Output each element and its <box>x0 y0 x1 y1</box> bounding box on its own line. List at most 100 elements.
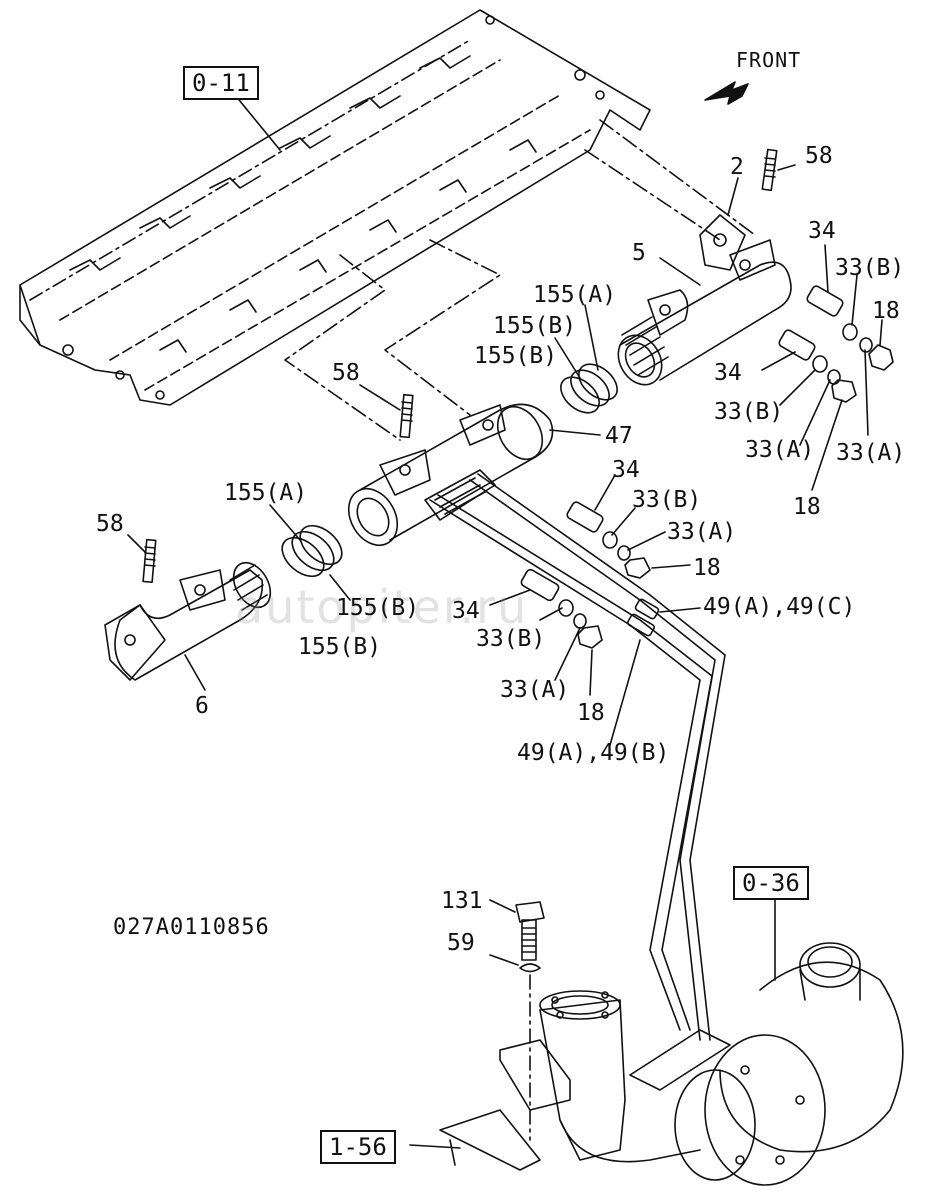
leader-2 <box>727 177 739 216</box>
leader-33b-low <box>539 607 563 621</box>
callout-47: 47 <box>605 423 633 449</box>
leader-33a-low <box>554 627 581 681</box>
nut-18-mid <box>831 379 857 403</box>
stud-58-top <box>761 148 778 192</box>
alignment-lines <box>284 119 756 441</box>
leader-0-11 <box>234 94 281 151</box>
leader-33a-mid <box>799 379 831 446</box>
spacer-34-low <box>520 568 560 602</box>
leader-18-top <box>879 319 883 346</box>
leader-33a-right <box>864 349 869 436</box>
leader-33a-center <box>627 531 666 551</box>
washer-33b-center <box>602 531 618 549</box>
washer-33a-center <box>617 545 631 561</box>
leader-34-low <box>489 589 531 606</box>
leader-34-center <box>594 474 616 511</box>
spacer-34-center <box>566 501 604 533</box>
callout-33b-mid: 33(B) <box>714 399 784 425</box>
exhaust-pipe-5 <box>617 239 792 386</box>
leader-5 <box>659 257 701 286</box>
callout-34-mid: 34 <box>714 360 742 386</box>
callout-58-center: 58 <box>332 360 360 386</box>
callout-155b-left1: 155(B) <box>336 595 420 621</box>
leader-33b-mid <box>779 369 816 406</box>
callout-18-top: 18 <box>872 298 900 324</box>
spacer-34-mid <box>778 329 816 361</box>
front-label: FRONT <box>736 48 802 72</box>
leader-33b-top <box>851 274 858 326</box>
callout-33b-top: 33(B) <box>835 255 905 281</box>
leader-155b-left <box>329 574 351 601</box>
leader-47 <box>549 429 601 436</box>
drawing-number: 027A0110856 <box>113 915 270 940</box>
seal-rings-mid <box>560 363 618 414</box>
ref-box-0-36: 0-36 <box>733 866 809 900</box>
cylinder-head <box>19 9 651 406</box>
callout-6: 6 <box>195 693 209 719</box>
callout-2: 2 <box>730 154 744 180</box>
gasket-2 <box>699 214 746 271</box>
oil-tube <box>429 473 726 1041</box>
exhaust-pipe-6 <box>104 561 272 681</box>
leader-1-56 <box>409 1144 461 1149</box>
callout-59: 59 <box>447 930 475 956</box>
callout-49ac: 49(A),49(C) <box>703 594 856 620</box>
front-arrow-icon <box>704 81 749 105</box>
stud-58-center <box>399 393 414 439</box>
clip-59 <box>519 963 541 973</box>
washer-33b-top <box>842 323 858 341</box>
callout-33a-low: 33(A) <box>500 677 570 703</box>
washer-33a-low <box>573 613 587 629</box>
washer-33a-top <box>859 337 873 353</box>
leader-18-low <box>589 649 593 696</box>
leader-58-top <box>777 164 796 171</box>
callout-33a-right: 33(A) <box>836 440 906 466</box>
callout-33a-center: 33(A) <box>667 519 737 545</box>
callout-155b-mid1: 155(B) <box>493 313 577 339</box>
leader-18-mid <box>811 399 843 491</box>
bolt-131 <box>515 901 545 961</box>
leader-58-left <box>127 534 146 553</box>
watermark-text: autopiter.ru <box>235 580 529 634</box>
callout-155a-mid: 155(A) <box>533 282 617 308</box>
callout-5: 5 <box>632 240 646 266</box>
callout-155b-left2: 155(B) <box>298 634 382 660</box>
leader-18-center <box>651 564 691 569</box>
bracket <box>439 1039 571 1171</box>
ref-box-1-56: 1-56 <box>320 1130 396 1164</box>
callout-34-center: 34 <box>612 457 640 483</box>
ref-box-0-11: 0-11 <box>183 66 259 100</box>
callout-33a-mid: 33(A) <box>745 437 815 463</box>
nut-18-center <box>624 557 651 579</box>
fittings-49 <box>627 598 660 637</box>
callout-131: 131 <box>441 888 483 914</box>
washer-33b-mid <box>812 355 828 373</box>
callout-18-low: 18 <box>577 700 605 726</box>
callout-33b-center: 33(B) <box>632 487 702 513</box>
callout-58-top: 58 <box>805 143 833 169</box>
gasket-2-hole <box>713 233 727 247</box>
stud-58-left <box>142 538 157 584</box>
callout-155b-mid2: 155(B) <box>474 343 558 369</box>
leader-49ab <box>609 639 641 746</box>
nut-18-low <box>577 625 603 649</box>
leader-6 <box>184 654 206 691</box>
leader-34-mid <box>761 351 796 371</box>
leader-34-top <box>824 244 829 293</box>
callout-18-center: 18 <box>693 555 721 581</box>
leader-49ac <box>659 607 701 613</box>
callout-33b-low: 33(B) <box>476 626 546 652</box>
nut-18-top <box>868 344 894 371</box>
washer-33b-low <box>558 599 574 617</box>
leader-155a-mid <box>584 304 599 371</box>
callout-155a-left: 155(A) <box>224 480 308 506</box>
seal-rings-left <box>281 524 343 578</box>
callout-58-left: 58 <box>96 511 124 537</box>
turbocharger <box>539 942 904 1186</box>
callout-34-top: 34 <box>808 218 836 244</box>
callout-49ab: 49(A),49(B) <box>517 740 670 766</box>
exhaust-pipe-47 <box>347 403 554 547</box>
leader-58-center <box>359 384 401 411</box>
